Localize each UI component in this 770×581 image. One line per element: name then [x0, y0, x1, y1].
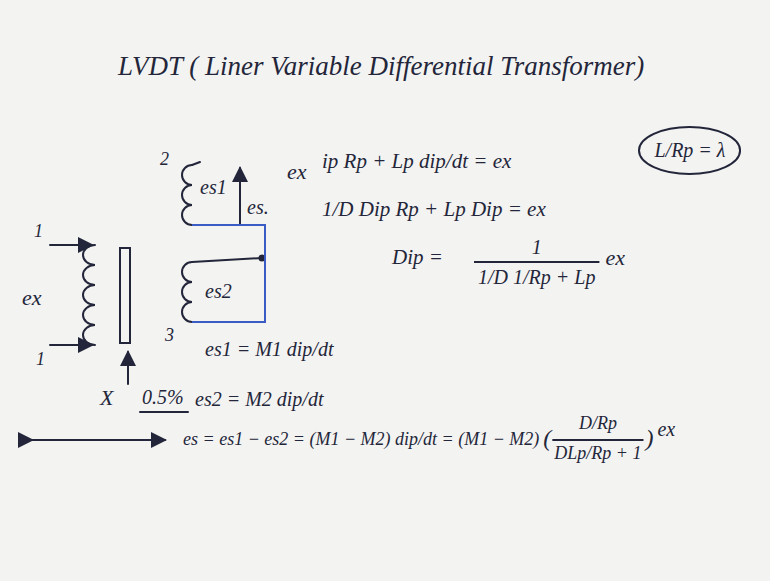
node-text: L/Rp = λ	[654, 139, 725, 162]
terminal-label: es1	[200, 176, 227, 198]
equation-text: es2 = M2 dip/dt	[195, 388, 324, 410]
primary-lead	[50, 344, 92, 346]
equation-text: (	[543, 425, 551, 451]
equation-text: es1 = M1 dip/dt	[205, 338, 334, 360]
equation-text: es = es1 − es2 = (M1 − M2) dip/dt = (M1 …	[183, 430, 539, 450]
circled-note: L/Rp = λ	[637, 125, 742, 176]
equation-text: 1/D Dip Rp + Lp Dip = ex	[322, 198, 546, 221]
secondary-lead	[192, 162, 200, 165]
equation-text: DLp/Rp + 1	[554, 444, 641, 464]
equation-text: D/Rp	[579, 414, 617, 434]
secondary-coil	[182, 165, 192, 225]
terminal-label: 1	[34, 222, 43, 242]
fraction-bar	[552, 439, 643, 441]
terminal-label: 3	[165, 326, 174, 346]
equation-text: 1	[532, 236, 542, 258]
terminal-label: ex	[287, 160, 307, 184]
iron-core	[120, 248, 130, 343]
terminal-label: 2	[160, 150, 169, 170]
equation-text: )	[645, 425, 653, 451]
title: LVDT ( Liner Variable Differential Trans…	[118, 52, 644, 82]
displacement-arrow	[127, 352, 129, 384]
voltage-arrow	[239, 168, 241, 225]
displacement-label: 0.5%	[142, 386, 184, 408]
equation-text: 1/D 1/Rp + Lp	[478, 266, 595, 288]
terminal-label: es.	[247, 196, 269, 218]
equation-text: ex	[657, 418, 675, 440]
fraction-bar	[474, 261, 599, 263]
underline	[140, 411, 188, 413]
junction-dot	[260, 256, 265, 261]
terminal-label: es2	[205, 280, 232, 302]
equation-text: ex	[605, 246, 625, 270]
equation-text: Dip =	[392, 246, 443, 269]
primary-coil	[83, 245, 95, 345]
terminal-label: ex	[22, 286, 42, 310]
displacement-label: X	[100, 386, 113, 410]
terminal-label: 1	[36, 350, 45, 370]
secondary-coil	[182, 262, 192, 322]
range-arrow	[32, 439, 165, 441]
secondary-lead	[192, 258, 262, 262]
primary-lead	[50, 244, 92, 246]
equation-text: ip Rp + Lp dip/dt = ex	[322, 150, 511, 173]
series-wire	[192, 225, 265, 322]
